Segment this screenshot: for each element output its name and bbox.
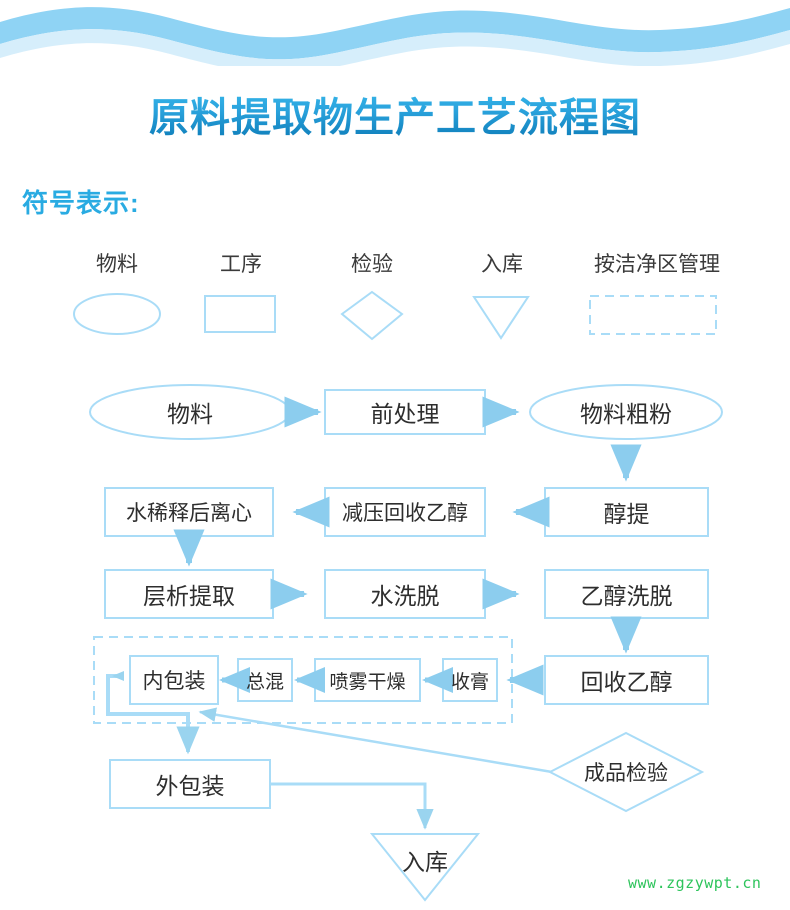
ellipse-symbol-icon: [73, 293, 161, 335]
arrow-chengpinjy-to-neibaozhuang: [198, 707, 553, 774]
legend-label-process: 工序: [220, 253, 262, 276]
node-shuixituo[interactable]: [324, 569, 486, 619]
node-qianchuli[interactable]: [324, 389, 486, 435]
node-chengpinjy[interactable]: [547, 731, 705, 813]
node-cengxi[interactable]: [104, 569, 274, 619]
header-wave-decoration: [0, 0, 790, 66]
legend-label-warehouse: 入库: [481, 253, 523, 276]
wave-svg: [0, 7, 790, 66]
dashed-rect-symbol-icon: [589, 295, 717, 335]
node-wuliaocufen[interactable]: [529, 384, 723, 440]
node-wuliao[interactable]: [89, 384, 291, 440]
site-watermark: www.zgzywpt.cn: [628, 874, 762, 892]
legend-label-inspection: 检验: [351, 253, 393, 276]
node-huishouyichun[interactable]: [544, 655, 709, 705]
arrowhead-neibaozhuang-exit: [112, 671, 124, 681]
arrow-waibaozhuang-to-ruku: [270, 782, 434, 830]
diamond-symbol-icon: [340, 290, 404, 341]
rectangle-symbol-icon: [204, 295, 276, 333]
node-ruku[interactable]: [369, 833, 481, 902]
wave-band-dark: [0, 7, 790, 60]
node-yichunxituo[interactable]: [544, 569, 709, 619]
triangle-symbol-icon: [472, 296, 530, 340]
legend-label-material: 物料: [96, 253, 138, 276]
page-title: 原料提取物生产工艺流程图: [0, 92, 790, 144]
arrow-neibaozhuang-to-waibaozhuang: [106, 674, 200, 755]
node-zonghun[interactable]: [237, 658, 293, 702]
clean-area-dashed-boundary: [93, 636, 513, 724]
node-penwuganzao[interactable]: [314, 658, 421, 702]
node-shuixishi[interactable]: [104, 487, 274, 537]
node-waibaozhuang[interactable]: [109, 759, 271, 809]
legend-heading: 符号表示:: [22, 188, 140, 218]
node-shougao[interactable]: [442, 658, 498, 702]
legend-label-cleanarea: 按洁净区管理: [594, 253, 720, 276]
node-jianyahuishou[interactable]: [324, 487, 486, 537]
node-neibaozhuang[interactable]: [129, 655, 219, 705]
node-chunti[interactable]: [544, 487, 709, 537]
wave-band-light: [0, 29, 790, 66]
